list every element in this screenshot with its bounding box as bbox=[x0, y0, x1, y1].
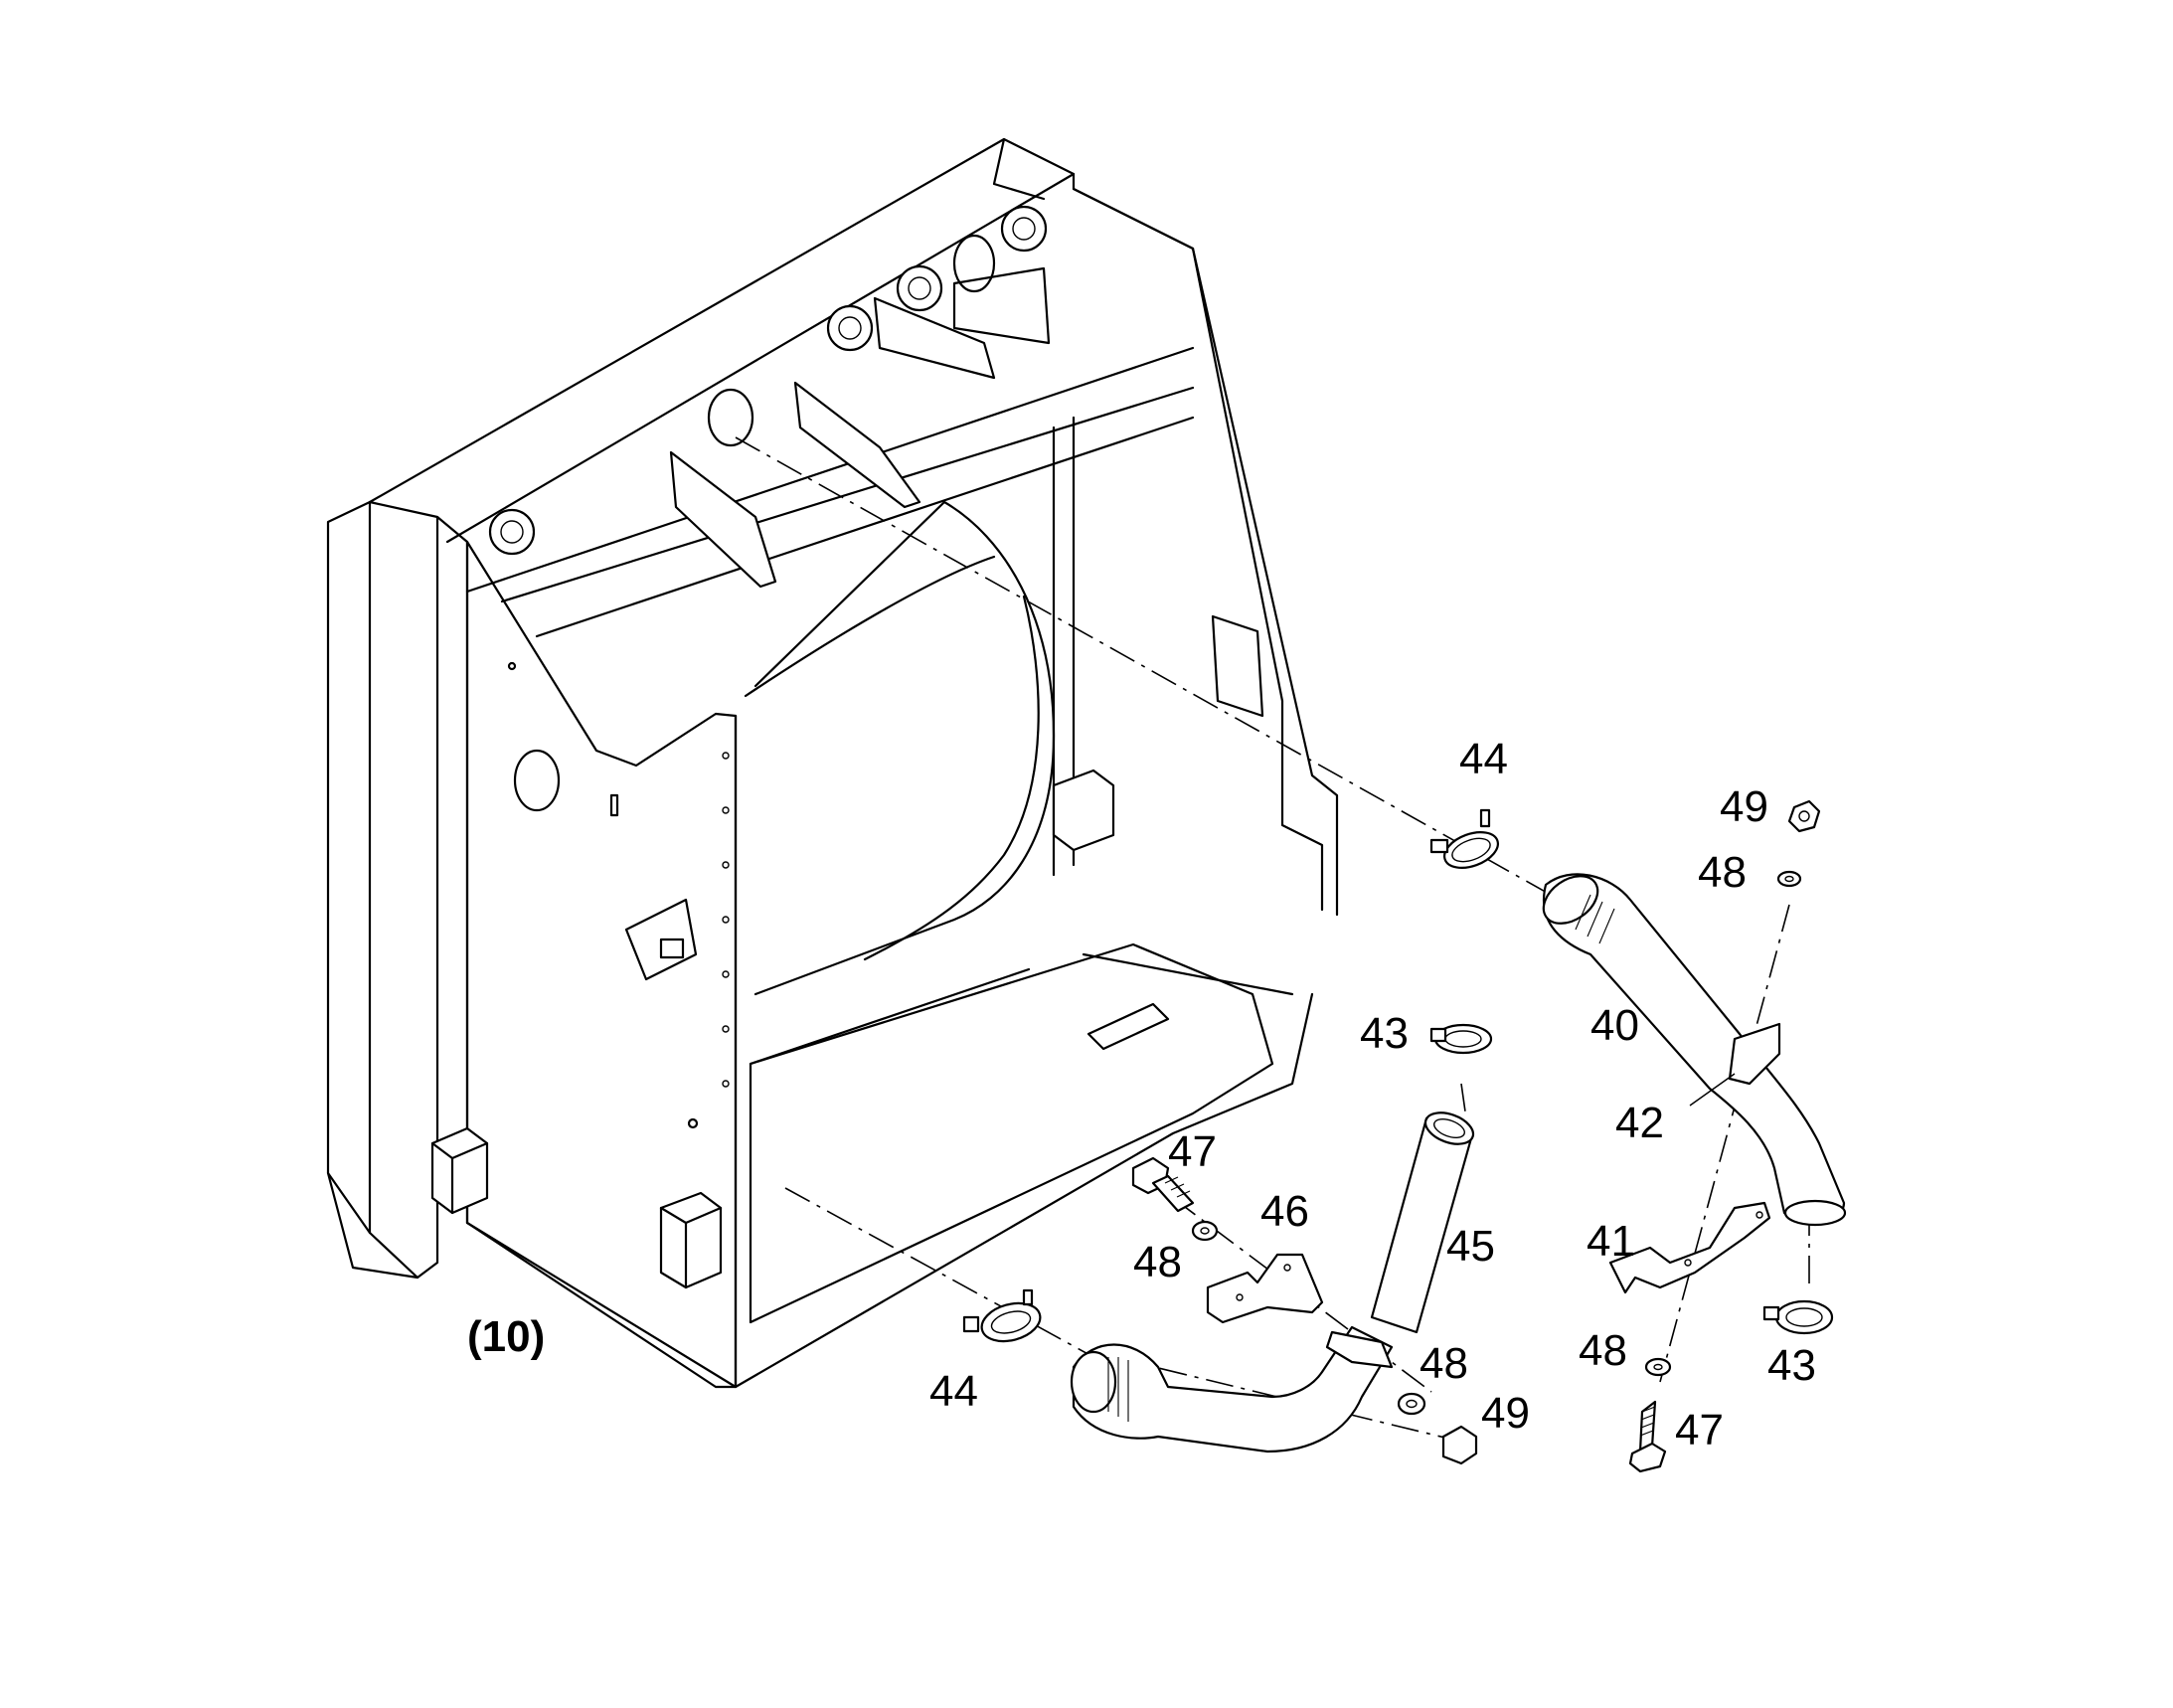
nut-49-lower bbox=[1441, 1425, 1478, 1465]
hose-clamp-44-lower bbox=[962, 1288, 1042, 1343]
hose-45 bbox=[1370, 1111, 1475, 1334]
bolt-47-lower-right bbox=[1628, 1400, 1667, 1473]
nut-49-upper bbox=[1787, 799, 1821, 833]
clamp-42 bbox=[1728, 1022, 1781, 1086]
washer-48-lower-right bbox=[1644, 1357, 1672, 1377]
bracket-41 bbox=[1608, 1201, 1771, 1294]
hose-clamp-43-upper bbox=[1429, 1023, 1493, 1055]
bracket-46 bbox=[1206, 1253, 1324, 1324]
callout-43-lower: 43 bbox=[1767, 1341, 1816, 1390]
radiator-frame bbox=[326, 137, 1339, 1389]
callout-47-lower: 47 bbox=[1675, 1406, 1724, 1454]
bolt-47-left bbox=[1131, 1156, 1195, 1213]
hose-clamp-44-upper bbox=[1429, 808, 1499, 869]
assembly-label: (10) bbox=[467, 1312, 546, 1361]
leader-lines bbox=[1689, 1073, 1736, 1107]
washer-48-upper bbox=[1776, 870, 1802, 888]
washer-48-left bbox=[1191, 1220, 1219, 1242]
callout-48-middle: 48 bbox=[1420, 1339, 1468, 1388]
callout-45: 45 bbox=[1446, 1222, 1495, 1271]
callout-48-upper: 48 bbox=[1698, 848, 1747, 897]
callout-44-lower: 44 bbox=[929, 1367, 978, 1416]
hose-40 bbox=[1542, 873, 1847, 1227]
callout-42: 42 bbox=[1615, 1099, 1664, 1147]
callout-49-lower: 49 bbox=[1481, 1389, 1530, 1438]
callout-49-upper: 49 bbox=[1720, 782, 1768, 831]
washer-48-lower-middle bbox=[1397, 1392, 1426, 1416]
mounting-boss bbox=[488, 205, 1048, 556]
callout-47-left: 47 bbox=[1168, 1127, 1217, 1176]
rivet-column bbox=[722, 752, 730, 1088]
callout-43-upper: 43 bbox=[1360, 1009, 1409, 1058]
hose-clamp-43-lower bbox=[1762, 1299, 1834, 1335]
callout-48-lower-right: 48 bbox=[1579, 1326, 1627, 1375]
callout-48-left: 48 bbox=[1133, 1238, 1182, 1286]
callout-44-upper: 44 bbox=[1459, 735, 1508, 783]
clamp-on-hose-45 bbox=[1325, 1330, 1394, 1369]
callout-41: 41 bbox=[1587, 1217, 1635, 1266]
callout-40: 40 bbox=[1590, 1001, 1639, 1050]
hose-lower bbox=[1070, 1325, 1394, 1453]
callout-46: 46 bbox=[1260, 1187, 1309, 1236]
